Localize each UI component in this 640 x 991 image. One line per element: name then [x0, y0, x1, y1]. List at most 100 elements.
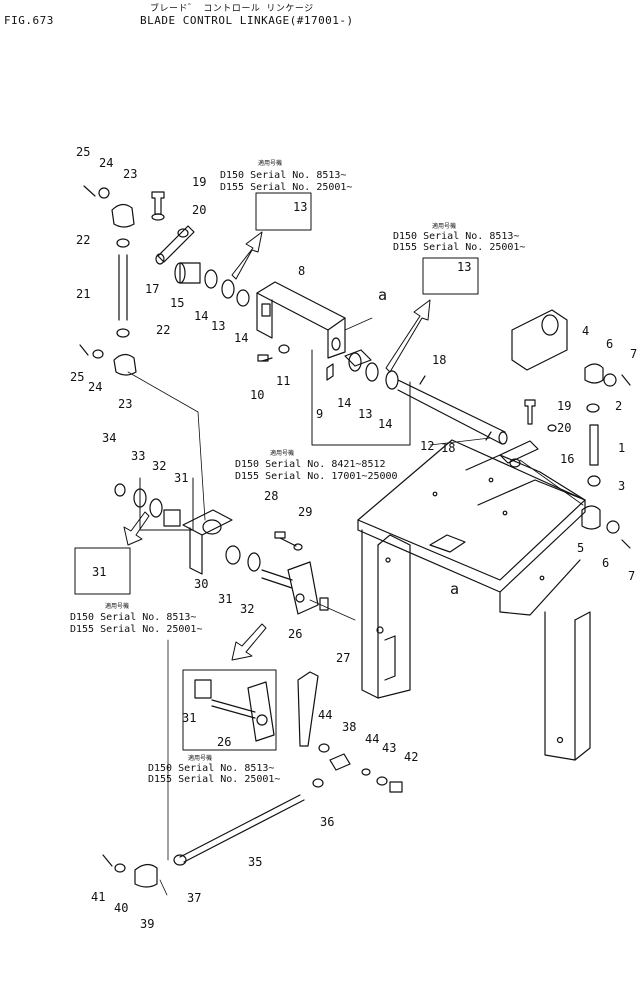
direction-arrows — [123, 231, 431, 661]
callout-14: 14 — [378, 417, 392, 431]
callout-19: 19 — [192, 175, 206, 189]
callout-31: 31 — [92, 565, 106, 579]
callout-23: 23 — [118, 397, 132, 411]
callout-32: 32 — [152, 459, 166, 473]
arm-8 — [256, 281, 346, 359]
serial-line: D155 Serial No. 17001~25000 — [235, 471, 398, 482]
callout-16: 16 — [560, 452, 574, 466]
callout-a: a — [378, 286, 387, 304]
callout-42: 42 — [404, 750, 418, 764]
callout-28: 28 — [264, 489, 278, 503]
callout-31: 31 — [218, 592, 232, 606]
callout-33: 33 — [131, 449, 145, 463]
bolt-10 — [257, 344, 334, 381]
page-title: BLADE CONTROL LINKAGE(#17001-) — [140, 14, 354, 27]
bracket-4 — [499, 309, 631, 549]
callout-15: 15 — [170, 296, 184, 310]
callout-1: 1 — [618, 441, 625, 455]
callout-39: 39 — [140, 917, 154, 931]
callout-labels: 25 24 23 19 20 13 22 21 17 15 14 13 14 8… — [70, 145, 637, 931]
frame-bracket — [357, 439, 591, 761]
callout-9: 9 — [316, 407, 323, 421]
callout-18: 18 — [441, 441, 455, 455]
callout-40: 40 — [114, 901, 128, 915]
callout-6: 6 — [606, 337, 613, 351]
callout-23: 23 — [123, 167, 137, 181]
callout-4: 4 — [582, 324, 589, 338]
serial-line: D155 Serial No. 25001~ — [148, 774, 280, 785]
serial-line: D155 Serial No. 25001~ — [70, 624, 202, 635]
bracket-30 — [114, 483, 261, 575]
callout-31: 31 — [182, 711, 196, 725]
callout-24: 24 — [99, 156, 113, 170]
callout-22: 22 — [156, 323, 170, 337]
callout-44: 44 — [365, 732, 379, 746]
callout-22: 22 — [76, 233, 90, 247]
serial-kana: 適用号機 — [258, 159, 282, 167]
callout-29: 29 — [298, 505, 312, 519]
callout-31: 31 — [174, 471, 188, 485]
kana-title: ブレード゛ コントロール リンケージ — [150, 4, 314, 14]
serial-texts: 適用号機 D150 Serial No. 8513~ D155 Serial N… — [70, 159, 525, 785]
callout-10: 10 — [250, 388, 264, 402]
callout-a: a — [450, 580, 459, 598]
shaft-12 — [344, 349, 508, 445]
rod-21 — [79, 185, 137, 376]
callout-13: 13 — [358, 407, 372, 421]
serial-line: D150 Serial No. 8513~ — [148, 763, 274, 774]
callout-3: 3 — [618, 479, 625, 493]
callout-37: 37 — [187, 891, 201, 905]
serial-frames — [74, 192, 479, 751]
figure-number: FIG.673 — [4, 14, 54, 27]
leader-lines — [127, 317, 584, 896]
callout-43: 43 — [382, 741, 396, 755]
callout-13: 13 — [457, 260, 471, 274]
callout-32: 32 — [240, 602, 254, 616]
callout-7: 7 — [628, 569, 635, 583]
callout-36: 36 — [320, 815, 334, 829]
callout-6: 6 — [602, 556, 609, 570]
detail-26 — [194, 679, 275, 742]
callout-35: 35 — [248, 855, 262, 869]
serial-line: D150 Serial No. 8513~ — [70, 612, 196, 623]
serial-kana: 適用号機 — [270, 449, 294, 457]
callout-24: 24 — [88, 380, 102, 394]
callout-30: 30 — [194, 577, 208, 591]
serial-line: D155 Serial No. 25001~ — [220, 182, 352, 193]
callout-26: 26 — [288, 627, 302, 641]
callout-26: 26 — [217, 735, 231, 749]
callout-8: 8 — [298, 264, 305, 278]
serial-line: D150 Serial No. 8513~ — [220, 170, 346, 181]
bushings-upper — [174, 262, 250, 307]
callout-12: 12 — [420, 439, 434, 453]
callout-13: 13 — [211, 319, 225, 333]
serial-line: D150 Serial No. 8421~8512 — [235, 459, 386, 470]
callout-14: 14 — [234, 331, 248, 345]
callout-14: 14 — [337, 396, 351, 410]
serial-kana: 適用号機 — [188, 754, 212, 762]
callout-19: 19 — [557, 399, 571, 413]
callout-13: 13 — [293, 200, 307, 214]
callout-25: 25 — [70, 370, 84, 384]
callout-20: 20 — [192, 203, 206, 217]
callout-21: 21 — [76, 287, 90, 301]
callout-17: 17 — [145, 282, 159, 296]
callout-18: 18 — [432, 353, 446, 367]
callout-34: 34 — [102, 431, 116, 445]
callout-5: 5 — [577, 541, 584, 555]
serial-kana: 適用号機 — [105, 602, 129, 610]
callout-7: 7 — [630, 347, 637, 361]
lever-17 — [151, 191, 195, 265]
serial-kana: 適用号機 — [432, 222, 456, 230]
rod-35 — [102, 671, 403, 888]
callout-41: 41 — [91, 890, 105, 904]
callout-11: 11 — [276, 374, 290, 388]
callout-44: 44 — [318, 708, 332, 722]
callout-38: 38 — [342, 720, 356, 734]
callout-2: 2 — [615, 399, 622, 413]
callout-14: 14 — [194, 309, 208, 323]
serial-line: D150 Serial No. 8513~ — [393, 231, 519, 242]
lever-26 — [261, 531, 329, 615]
